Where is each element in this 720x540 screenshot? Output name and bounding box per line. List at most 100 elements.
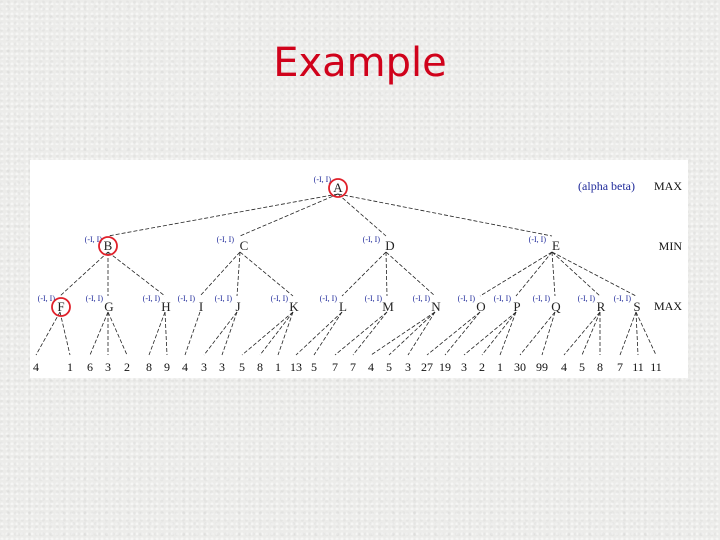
leaf-value: 5	[386, 360, 392, 374]
leaf-value: 5	[311, 360, 317, 374]
edge-O-to-leaf	[426, 311, 481, 356]
edge-G-to-leaf	[89, 311, 109, 356]
leaf-value: 11	[650, 360, 662, 374]
edge-D-to-N	[385, 251, 436, 297]
edge-R-to-leaf	[581, 311, 601, 356]
edge-Q-to-leaf	[541, 311, 556, 356]
edge-J-to-leaf	[221, 311, 238, 356]
edge-H-to-leaf	[164, 311, 168, 356]
edge-M-to-leaf	[352, 311, 388, 356]
node-G: G	[104, 299, 113, 314]
leaf-value: 5	[579, 360, 585, 374]
edge-B-to-H	[107, 251, 166, 297]
leaf-value: 13	[290, 360, 302, 374]
node-N: N	[431, 299, 441, 314]
edge-F-to-leaf	[35, 311, 61, 356]
node-I-bound: (-I, I)	[178, 294, 196, 303]
alpha-beta-legend: (alpha beta)	[578, 179, 635, 193]
edge-E-to-S	[551, 251, 637, 297]
edge-S-to-leaf	[619, 311, 637, 356]
node-M-bound: (-I, I)	[365, 294, 383, 303]
edge-P-to-leaf	[481, 311, 517, 356]
leaf-value: 2	[479, 360, 485, 374]
edge-B-to-F	[59, 251, 109, 297]
leaf-value: 30	[514, 360, 526, 374]
node-R: R	[597, 299, 606, 314]
node-S-bound: (-I, I)	[614, 294, 632, 303]
leaf-value: 2	[124, 360, 130, 374]
node-H-bound: (-I, I)	[143, 294, 161, 303]
leaf-value: 3	[405, 360, 411, 374]
edge-J-to-leaf	[203, 311, 238, 356]
edge-K-to-leaf	[259, 311, 294, 356]
node-B-highlight	[98, 236, 118, 256]
level-label-max: MAX	[654, 179, 682, 193]
leaf-value: 11	[632, 360, 644, 374]
edge-M-to-leaf	[334, 311, 388, 356]
edge-L-to-leaf	[313, 311, 343, 356]
edge-P-to-leaf	[463, 311, 517, 356]
leaf-value: 27	[421, 360, 433, 374]
leaf-value: 4	[368, 360, 374, 374]
edge-C-to-K	[239, 251, 294, 297]
edge-E-to-O	[479, 251, 553, 297]
node-N-bound: (-I, I)	[413, 294, 431, 303]
node-F-highlight	[51, 297, 71, 317]
alpha-beta-tree: A(-I, I)B(-I, I)C(-I, I)D(-I, I)E(-I, I)…	[33, 175, 682, 374]
node-H: H	[161, 299, 170, 314]
node-D-bound: (-I, I)	[363, 235, 381, 244]
edge-G-to-leaf	[107, 311, 128, 356]
leaf-value: 19	[439, 360, 451, 374]
edge-N-to-leaf	[388, 311, 436, 356]
leaf-value: 4	[561, 360, 567, 374]
node-O-bound: (-I, I)	[458, 294, 476, 303]
game-tree-panel: A(-I, I)B(-I, I)C(-I, I)D(-I, I)E(-I, I)…	[30, 160, 688, 378]
leaf-value: 3	[219, 360, 225, 374]
node-O: O	[476, 299, 485, 314]
node-E-bound: (-I, I)	[529, 235, 547, 244]
leaf-value: 7	[332, 360, 338, 374]
leaf-value: 4	[182, 360, 188, 374]
edge-I-to-leaf	[184, 311, 201, 356]
leaf-value: 8	[146, 360, 152, 374]
leaf-value: 5	[239, 360, 245, 374]
edge-F-to-leaf	[59, 311, 71, 356]
edge-root-to-C	[239, 193, 339, 237]
node-J-bound: (-I, I)	[215, 294, 233, 303]
leaf-value: 1	[497, 360, 503, 374]
node-J: J	[235, 299, 240, 314]
node-L-bound: (-I, I)	[320, 294, 338, 303]
level-label-max: MAX	[654, 299, 682, 313]
leaf-value: 7	[350, 360, 356, 374]
node-L: L	[339, 299, 347, 314]
edge-R-to-leaf	[563, 311, 601, 356]
edge-E-to-P	[515, 251, 553, 297]
node-G-bound: (-I, I)	[86, 294, 104, 303]
edge-root-to-E	[337, 193, 553, 237]
leaf-value: 8	[597, 360, 603, 374]
edge-S-to-leaf	[635, 311, 639, 356]
node-B-bound: (-I, I)	[85, 235, 103, 244]
node-A-highlight	[328, 178, 348, 198]
node-I: I	[199, 299, 203, 314]
slide-title: Example	[273, 40, 447, 86]
node-F: F	[57, 299, 64, 314]
node-F-bound: (-I, I)	[38, 294, 56, 303]
edge-P-to-leaf	[499, 311, 517, 356]
leaf-value: 3	[105, 360, 111, 374]
node-M: M	[382, 299, 394, 314]
edge-E-to-Q	[551, 251, 556, 297]
node-C-bound: (-I, I)	[217, 235, 235, 244]
edge-Q-to-leaf	[519, 311, 556, 356]
edge-H-to-leaf	[148, 311, 166, 356]
node-P: P	[513, 299, 520, 314]
edge-C-to-J	[236, 251, 241, 297]
node-Q-bound: (-I, I)	[533, 294, 551, 303]
leaf-value: 1	[275, 360, 281, 374]
node-Q: Q	[551, 299, 561, 314]
edge-E-to-R	[551, 251, 601, 297]
edge-K-to-leaf	[277, 311, 294, 356]
edge-root-to-B	[107, 193, 339, 237]
edge-N-to-leaf	[407, 311, 436, 356]
node-E: E	[552, 238, 560, 253]
